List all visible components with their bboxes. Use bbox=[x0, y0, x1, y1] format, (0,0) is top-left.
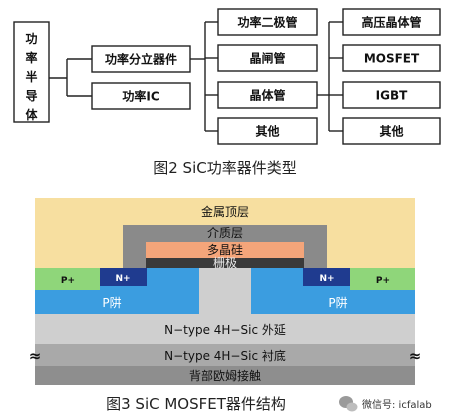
tree-node-other-2: 其他 bbox=[217, 117, 318, 145]
figure3-caption: 图3 SiC MOSFET器件结构 bbox=[106, 395, 286, 413]
tree-node-transistor: 晶体管 bbox=[217, 81, 318, 109]
tree-node-mosfet: MOSFET bbox=[342, 44, 441, 72]
substrate-label: N−type 4H−Sic 衬底 bbox=[164, 348, 286, 363]
tree-node-diode: 功率二极管 bbox=[217, 8, 318, 36]
n-plus-left-label: N+ bbox=[115, 274, 130, 284]
root-char-5: 体 bbox=[25, 107, 38, 122]
jfet-region bbox=[199, 268, 251, 314]
polysilicon-layer bbox=[146, 242, 304, 258]
figure3-cross-section: 金属顶层 介质层 多晶硅 栅极 P+ N+ N+ P+ P阱 P阱 N−type… bbox=[29, 198, 422, 413]
figure2-tree: 功 率 半 导 体 功率分立器件 功率IC 功率二极管 晶闸管 晶体管 bbox=[13, 8, 441, 177]
n-plus-right bbox=[303, 268, 350, 286]
break-mark-right: ≈ bbox=[409, 347, 422, 365]
discrete-devices-label: 功率分立器件 bbox=[105, 52, 177, 67]
thyristor-label: 晶闸管 bbox=[249, 51, 285, 66]
break-mark-left: ≈ bbox=[29, 347, 42, 365]
other-label-3: 其他 bbox=[379, 124, 403, 139]
other-label-2: 其他 bbox=[255, 124, 279, 139]
p-plus-right-label: P+ bbox=[376, 276, 390, 286]
figure2-caption: 图2 SiC功率器件类型 bbox=[153, 159, 296, 177]
transistor-label: 晶体管 bbox=[249, 88, 285, 103]
root-char-1: 功 bbox=[25, 31, 37, 46]
back-contact-layer bbox=[35, 366, 415, 385]
root-char-3: 半 bbox=[25, 69, 37, 84]
p-plus-left bbox=[35, 268, 100, 290]
p-plus-right bbox=[350, 268, 415, 290]
tree-node-thyristor: 晶闸管 bbox=[217, 44, 318, 72]
tree-node-hv-transistor: 高压晶体管 bbox=[342, 8, 441, 36]
gate-label: 栅极 bbox=[213, 255, 237, 270]
root-char-2: 率 bbox=[25, 50, 37, 65]
p-well-left bbox=[35, 290, 199, 314]
tree-node-discrete: 功率分立器件 bbox=[91, 45, 191, 73]
mosfet-label: MOSFET bbox=[364, 52, 420, 66]
p-well-right bbox=[251, 290, 415, 314]
polysilicon-label: 多晶硅 bbox=[207, 243, 243, 257]
epitaxy-layer bbox=[35, 314, 415, 344]
p-plus-left-label: P+ bbox=[61, 276, 75, 286]
igbt-label: IGBT bbox=[376, 89, 408, 103]
tree-node-other-3: 其他 bbox=[342, 117, 441, 145]
gate-oxide-layer bbox=[146, 258, 304, 268]
tree-node-power-ic: 功率IC bbox=[91, 82, 191, 110]
wechat-icon bbox=[339, 396, 358, 412]
p-well-right-label: P阱 bbox=[328, 296, 347, 310]
back-contact-label: 背部欧姆接触 bbox=[189, 368, 261, 383]
root-char-4: 导 bbox=[25, 88, 37, 103]
epitaxy-label: N−type 4H−Sic 外延 bbox=[164, 323, 286, 337]
power-ic-label: 功率IC bbox=[122, 89, 159, 104]
tree-connectors bbox=[49, 21, 343, 132]
diode-label: 功率二极管 bbox=[237, 15, 297, 30]
n-plus-right-label: N+ bbox=[319, 274, 334, 284]
hv-transistor-label: 高压晶体管 bbox=[361, 15, 421, 30]
n-plus-left bbox=[100, 268, 147, 286]
wechat-watermark: 微信号: icfalab bbox=[332, 390, 446, 416]
top-metal-label: 金属顶层 bbox=[201, 204, 249, 219]
substrate-layer bbox=[35, 344, 415, 366]
tree-node-igbt: IGBT bbox=[342, 81, 441, 109]
p-well-left-label: P阱 bbox=[102, 296, 121, 310]
dielectric-label: 介质层 bbox=[207, 226, 243, 240]
watermark-text: 微信号: icfalab bbox=[362, 398, 432, 411]
tree-node-root: 功 率 半 导 体 bbox=[13, 21, 50, 123]
